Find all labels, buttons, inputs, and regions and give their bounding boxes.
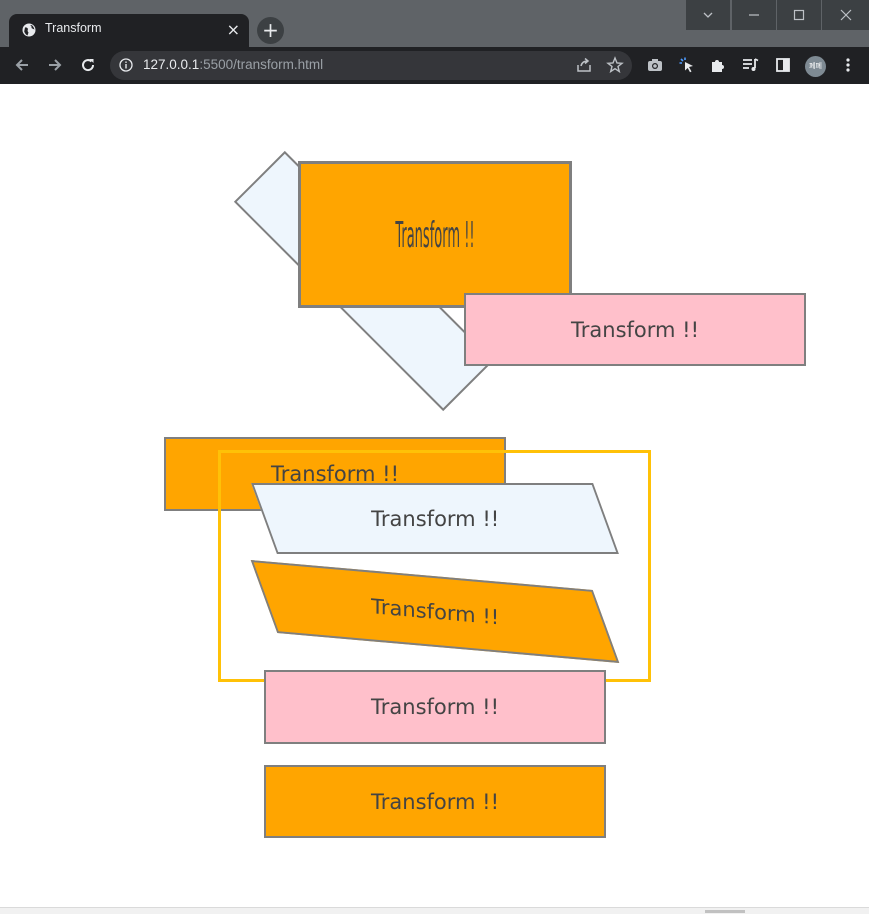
page-viewport: Transform !! Transform !! Transform !! T… [0, 84, 869, 913]
media-queue-icon[interactable] [741, 56, 759, 74]
url-host: 127.0.0.1 [143, 57, 200, 72]
offset-box-label: Transform !! [271, 462, 399, 486]
close-tab-icon[interactable]: × [226, 20, 240, 39]
tab-search-icon[interactable] [686, 0, 730, 30]
browser-toolbar: 127.0.0.1:5500/transform.html 폐폐 [0, 47, 869, 84]
skew-xy-box-label: Transform !! [371, 594, 499, 629]
address-bar[interactable]: 127.0.0.1:5500/transform.html [110, 51, 632, 80]
translated-box: Transform !! [464, 293, 806, 366]
bookmark-star-icon[interactable] [606, 56, 624, 74]
profile-avatar[interactable]: 폐폐 [805, 56, 826, 77]
forward-arrow-icon[interactable] [45, 55, 65, 75]
scaled-box-label: Transform !! [395, 214, 475, 255]
maximize-icon[interactable] [776, 0, 821, 30]
back-arrow-icon[interactable] [12, 55, 32, 75]
url-path: :5500/transform.html [199, 57, 324, 72]
camera-icon[interactable] [646, 56, 664, 74]
extensions-puzzle-icon[interactable] [709, 56, 727, 74]
new-tab-button[interactable]: + [257, 17, 284, 44]
close-window-icon[interactable] [821, 0, 869, 30]
tab-strip: Transform × + [0, 0, 869, 47]
more-menu-icon[interactable] [839, 56, 857, 74]
skew-x-box-label: Transform !! [371, 506, 499, 531]
minimize-icon[interactable] [731, 0, 776, 30]
tab-title: Transform [45, 21, 102, 35]
reload-icon[interactable] [78, 55, 98, 75]
cursor-click-extension-icon[interactable] [678, 56, 696, 74]
skew-x-box: Transform !! [251, 483, 619, 554]
scrollbar-thumb[interactable] [705, 910, 745, 913]
info-icon[interactable] [119, 58, 133, 72]
pink-box-label: Transform !! [371, 695, 499, 719]
globe-icon [22, 23, 36, 37]
url-text: 127.0.0.1:5500/transform.html [143, 57, 323, 72]
translated-box-label: Transform !! [571, 317, 699, 342]
share-icon[interactable] [575, 56, 593, 74]
bottom-box-label: Transform !! [371, 789, 499, 814]
scaled-box: Transform !! [298, 161, 572, 308]
horizontal-scrollbar[interactable] [0, 907, 869, 914]
bottom-box: Transform !! [264, 765, 606, 838]
browser-tab[interactable]: Transform × [9, 14, 249, 47]
side-panel-icon[interactable] [774, 56, 792, 74]
pink-box: Transform !! [264, 670, 606, 744]
